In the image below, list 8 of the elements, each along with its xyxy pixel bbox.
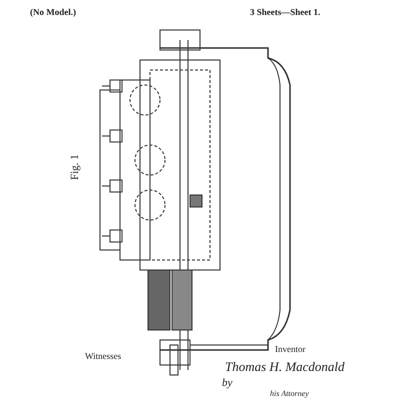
attorney-note: his Attorney xyxy=(270,390,309,398)
sheet-number: 3 Sheets—Sheet 1. xyxy=(250,8,320,17)
attorney-prefix: by xyxy=(222,378,232,389)
witnesses-heading: Witnesses xyxy=(85,352,122,361)
inventor-signature: Thomas H. Macdonald xyxy=(225,360,345,373)
inventor-heading: Inventor xyxy=(275,345,306,354)
figure-label: Fig. 1 xyxy=(70,154,81,180)
header-note: (No Model.) xyxy=(30,8,76,17)
